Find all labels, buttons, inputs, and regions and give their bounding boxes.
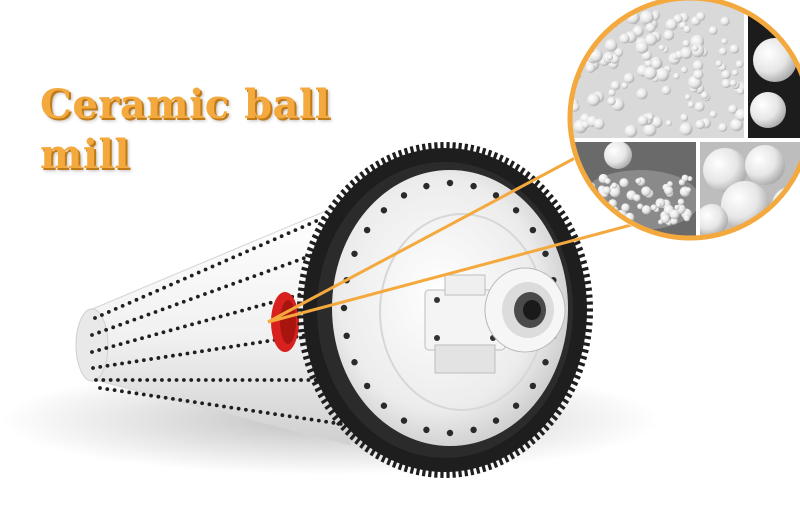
callout-line-upper — [267, 148, 591, 324]
gear-teeth — [297, 142, 593, 478]
title-line-2: mill — [40, 131, 130, 178]
red-flange-inner — [280, 300, 296, 344]
trunnion-outlet — [484, 267, 566, 353]
callout-line-lower — [267, 218, 651, 324]
page-title: Ceramic ball mill — [40, 80, 330, 180]
ceramic-balls-inset — [567, 0, 800, 241]
end-cover-bolts — [340, 179, 560, 437]
title-line-1: Ceramic ball — [40, 81, 331, 128]
inset-border — [567, 0, 800, 241]
mill-shell-end — [75, 308, 109, 382]
